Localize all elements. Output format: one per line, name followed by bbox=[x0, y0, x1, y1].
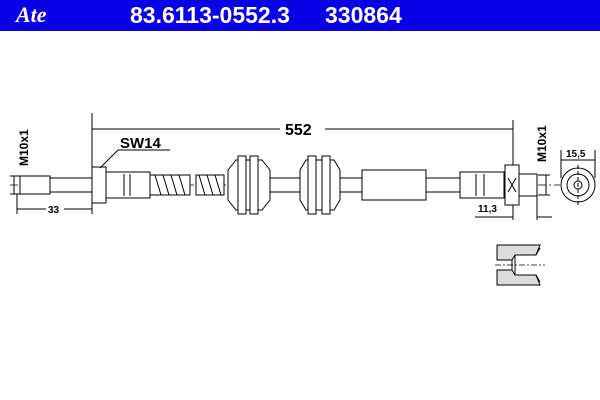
length-label: 552 bbox=[285, 122, 312, 139]
dimension-33: 33 bbox=[16, 194, 93, 216]
left-fitting bbox=[19, 166, 151, 204]
thread-right-label: M10x1 bbox=[535, 125, 549, 162]
header-bar: Ate 83.6113-0552.3 330864 bbox=[0, 0, 600, 31]
thread-left-label: M10x1 bbox=[17, 129, 31, 166]
diameter-label: 15,5 bbox=[566, 149, 586, 160]
ate-logo: Ate bbox=[16, 2, 47, 27]
end-view: 15,5 bbox=[560, 149, 596, 205]
part-number: 83.6113-0552.3 bbox=[130, 2, 290, 28]
wrench-size-label: SW14 bbox=[120, 135, 162, 152]
dimension-552: 552 bbox=[91, 113, 514, 167]
right-fitting bbox=[459, 164, 538, 206]
dimension-11-3: 11,3 bbox=[475, 196, 552, 220]
grommet-1 bbox=[227, 155, 271, 215]
dim-11-3-label: 11,3 bbox=[478, 204, 497, 215]
grommet-2 bbox=[299, 155, 341, 215]
wrench-size: SW14 bbox=[99, 135, 170, 169]
dim-33-label: 33 bbox=[48, 205, 60, 216]
section-view bbox=[495, 244, 545, 286]
reference-number: 330864 bbox=[325, 2, 402, 28]
sleeve bbox=[361, 169, 427, 201]
spring-guard bbox=[149, 174, 225, 196]
